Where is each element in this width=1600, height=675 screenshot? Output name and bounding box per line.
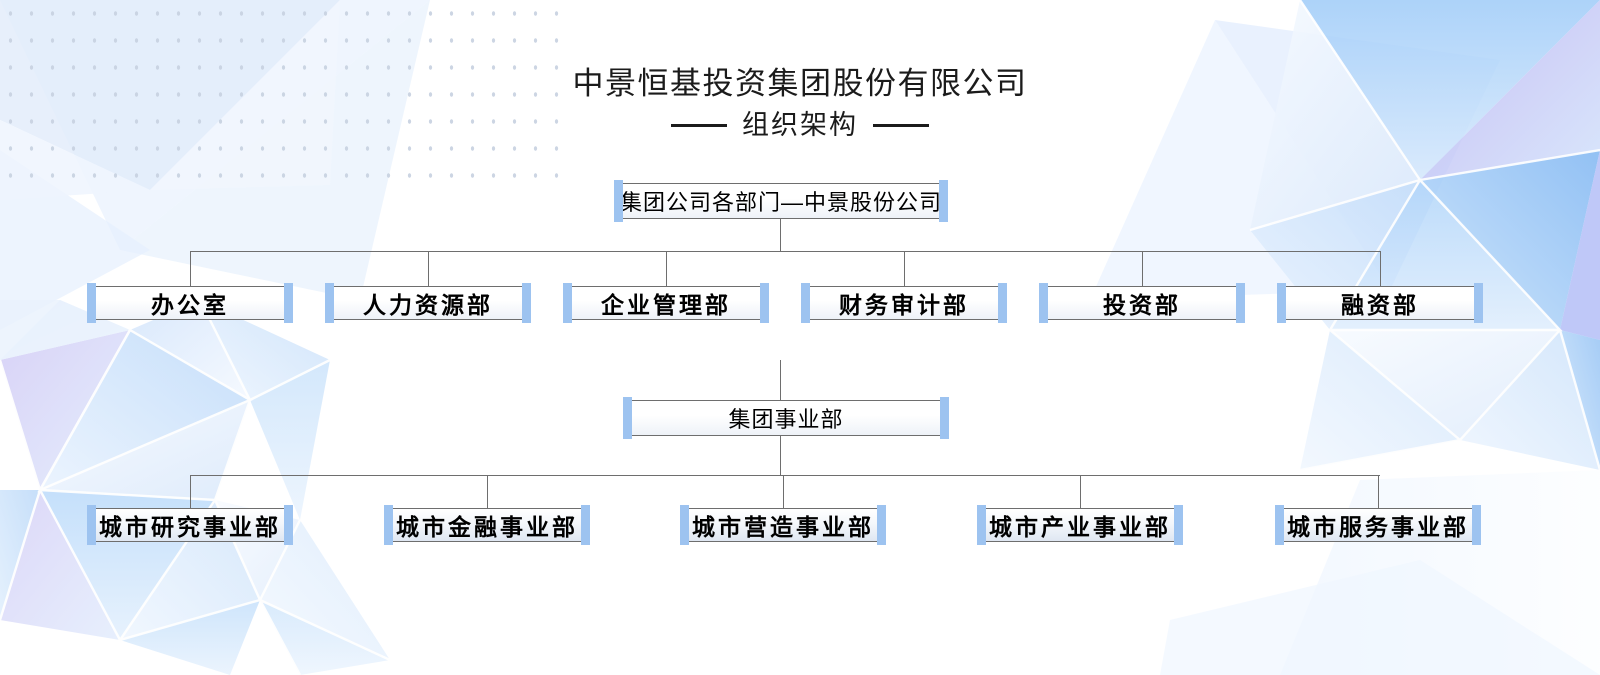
org-node-root-box[interactable]: 集团公司各部门—中景股份公司 <box>614 180 948 222</box>
connector-drop-dept-2 <box>428 251 429 286</box>
title-rule-right <box>873 123 929 127</box>
org-node-department-5[interactable]: 投资部 <box>1039 283 1245 323</box>
connector-business-group-down <box>780 436 781 475</box>
page-title: 中景恒基投资集团股份有限公司 组织架构 <box>0 64 1600 142</box>
connector-drop-dept-5 <box>1142 251 1143 286</box>
org-node-department-2[interactable]: 人力资源部 <box>325 283 531 323</box>
title-rule-left <box>671 123 727 127</box>
org-node-department-5-label: 投资部 <box>1103 293 1181 318</box>
org-node-department-4-label: 财务审计部 <box>839 293 969 318</box>
connector-drop-dept-1 <box>190 251 191 286</box>
org-node-business-unit-4-label: 城市产业事业部 <box>989 515 1171 540</box>
org-node-root-label: 集团公司各部门—中景股份公司 <box>620 190 943 215</box>
connector-business-units-bus <box>190 475 1380 476</box>
org-node-department-4[interactable]: 财务审计部 <box>801 283 1007 323</box>
org-node-department-2-label: 人力资源部 <box>363 293 493 318</box>
org-node-department-3-box[interactable]: 企业管理部 <box>563 283 769 323</box>
connector-drop-dept-4 <box>904 251 905 286</box>
connector-drop-unit-4 <box>1080 475 1081 508</box>
chart-subtitle: 组织架构 <box>742 110 858 140</box>
connector-drop-unit-5 <box>1378 475 1379 508</box>
connector-root-to-business-group <box>780 360 781 400</box>
org-node-business-unit-4[interactable]: 城市产业事业部 <box>977 505 1183 545</box>
company-name: 中景恒基投资集团股份有限公司 <box>572 66 1028 101</box>
org-node-department-5-box[interactable]: 投资部 <box>1039 283 1245 323</box>
org-node-department-3-label: 企业管理部 <box>601 293 731 318</box>
org-node-business-unit-3[interactable]: 城市营造事业部 <box>680 505 886 545</box>
connector-drop-unit-1 <box>190 475 191 508</box>
org-node-department-6-label: 融资部 <box>1341 293 1419 318</box>
org-node-business-unit-2-label: 城市金融事业部 <box>396 515 578 540</box>
org-node-department-4-box[interactable]: 财务审计部 <box>801 283 1007 323</box>
org-node-department-6[interactable]: 融资部 <box>1277 283 1483 323</box>
org-node-business-unit-4-box[interactable]: 城市产业事业部 <box>977 505 1183 545</box>
org-node-department-1[interactable]: 办公室 <box>87 283 293 323</box>
connector-departments-bus <box>190 251 1380 252</box>
org-node-business-unit-3-box[interactable]: 城市营造事业部 <box>680 505 886 545</box>
org-node-business-unit-2[interactable]: 城市金融事业部 <box>384 505 590 545</box>
org-node-business-unit-1-label: 城市研究事业部 <box>99 515 281 540</box>
connector-drop-dept-3 <box>666 251 667 286</box>
org-node-department-3[interactable]: 企业管理部 <box>563 283 769 323</box>
org-node-department-2-box[interactable]: 人力资源部 <box>325 283 531 323</box>
org-node-business-unit-5-label: 城市服务事业部 <box>1287 515 1469 540</box>
org-node-business-unit-3-label: 城市营造事业部 <box>692 515 874 540</box>
subtitle-row: 组织架构 <box>0 108 1600 142</box>
org-node-business-group-box[interactable]: 集团事业部 <box>623 397 949 439</box>
org-node-business-unit-1-box[interactable]: 城市研究事业部 <box>87 505 293 545</box>
org-node-business-group[interactable]: 集团事业部 <box>623 397 949 439</box>
org-node-business-unit-5[interactable]: 城市服务事业部 <box>1275 505 1481 545</box>
connector-drop-dept-6 <box>1380 251 1381 286</box>
connector-drop-unit-3 <box>783 475 784 508</box>
org-node-department-6-box[interactable]: 融资部 <box>1277 283 1483 323</box>
org-node-business-unit-2-box[interactable]: 城市金融事业部 <box>384 505 590 545</box>
org-node-root[interactable]: 集团公司各部门—中景股份公司 <box>614 180 948 222</box>
org-node-department-1-box[interactable]: 办公室 <box>87 283 293 323</box>
org-node-business-unit-5-box[interactable]: 城市服务事业部 <box>1275 505 1481 545</box>
org-node-department-1-label: 办公室 <box>151 293 229 318</box>
connector-root-down <box>780 219 781 251</box>
org-node-business-unit-1[interactable]: 城市研究事业部 <box>87 505 293 545</box>
connector-drop-unit-2 <box>487 475 488 508</box>
org-node-business-group-label: 集团事业部 <box>728 407 844 432</box>
